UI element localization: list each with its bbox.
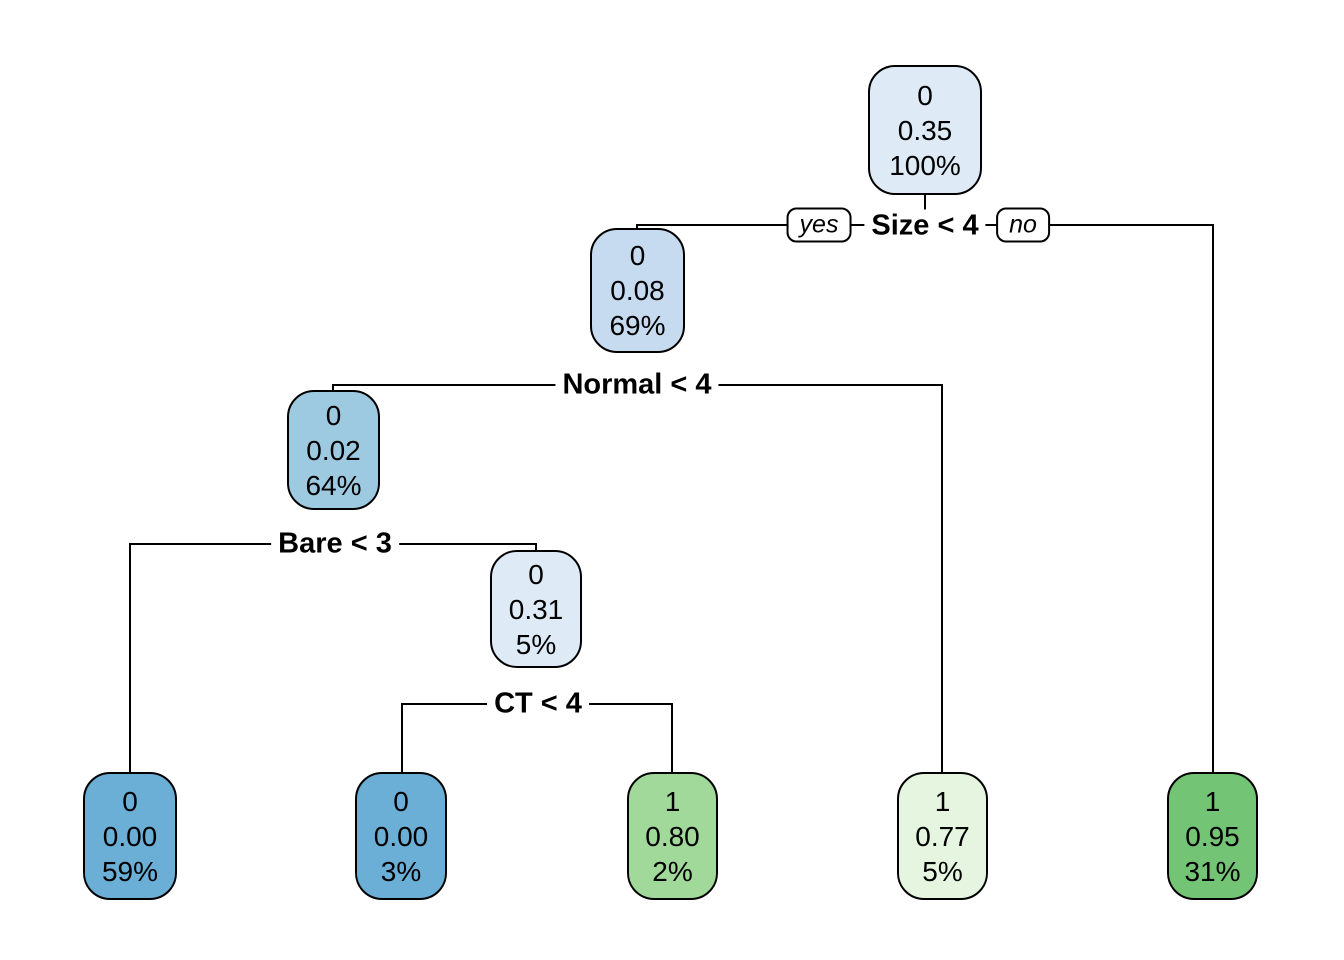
- tree-leaf-ct-no: 1 0.80 2%: [627, 772, 718, 900]
- node-class: 0: [122, 785, 138, 817]
- node-class: 0: [393, 785, 409, 817]
- node-probability: 0.95: [1185, 820, 1240, 852]
- node-percentage: 5%: [922, 855, 963, 887]
- split-label-normal: Normal < 4: [555, 368, 719, 402]
- node-probability: 0.31: [508, 593, 564, 625]
- branch-label-no: no: [996, 207, 1050, 243]
- node-percentage: 64%: [305, 469, 362, 501]
- tree-leaf-size-no: 1 0.95 31%: [1167, 772, 1258, 900]
- node-class: 1: [664, 785, 681, 817]
- node-class: 0: [325, 399, 342, 431]
- node-probability: 0.08: [610, 275, 665, 306]
- node-class: 1: [934, 785, 951, 817]
- node-probability: 0.77: [915, 820, 970, 852]
- node-probability: 0.00: [373, 820, 429, 852]
- split-label-size: Size < 4: [864, 209, 986, 243]
- node-probability: 0.00: [102, 820, 158, 852]
- node-probability: 0.80: [645, 820, 700, 852]
- node-class: 0: [917, 79, 933, 111]
- split-label-ct: CT < 4: [487, 687, 589, 721]
- edge-normal-split: [332, 384, 943, 773]
- node-class: 1: [1204, 785, 1221, 817]
- tree-leaf-normal-no: 1 0.77 5%: [897, 772, 988, 900]
- tree-node-normal-yes: 0 0.02 64%: [287, 390, 380, 510]
- node-class: 0: [528, 558, 544, 590]
- tree-node-size-yes: 0 0.08 69%: [590, 228, 685, 353]
- tree-leaf-bare-yes: 0 0.00 59%: [83, 772, 177, 900]
- node-percentage: 3%: [380, 855, 422, 887]
- node-percentage: 31%: [1184, 855, 1241, 887]
- node-percentage: 59%: [101, 855, 159, 887]
- node-percentage: 100%: [889, 149, 961, 181]
- node-percentage: 69%: [609, 310, 666, 341]
- node-percentage: 2%: [652, 855, 693, 887]
- node-probability: 0.02: [306, 434, 361, 466]
- node-class: 0: [629, 240, 646, 271]
- tree-node-root: 0 0.35 100%: [868, 65, 982, 195]
- node-probability: 0.35: [897, 114, 953, 146]
- edge-bare-split: [129, 543, 537, 773]
- tree-leaf-ct-yes: 0 0.00 3%: [355, 772, 447, 900]
- node-percentage: 5%: [515, 628, 557, 660]
- branch-label-yes: yes: [786, 207, 852, 243]
- split-label-bare: Bare < 3: [271, 527, 399, 561]
- tree-node-bare-no: 0 0.31 5%: [490, 550, 582, 668]
- edge-size-split: [636, 224, 1214, 773]
